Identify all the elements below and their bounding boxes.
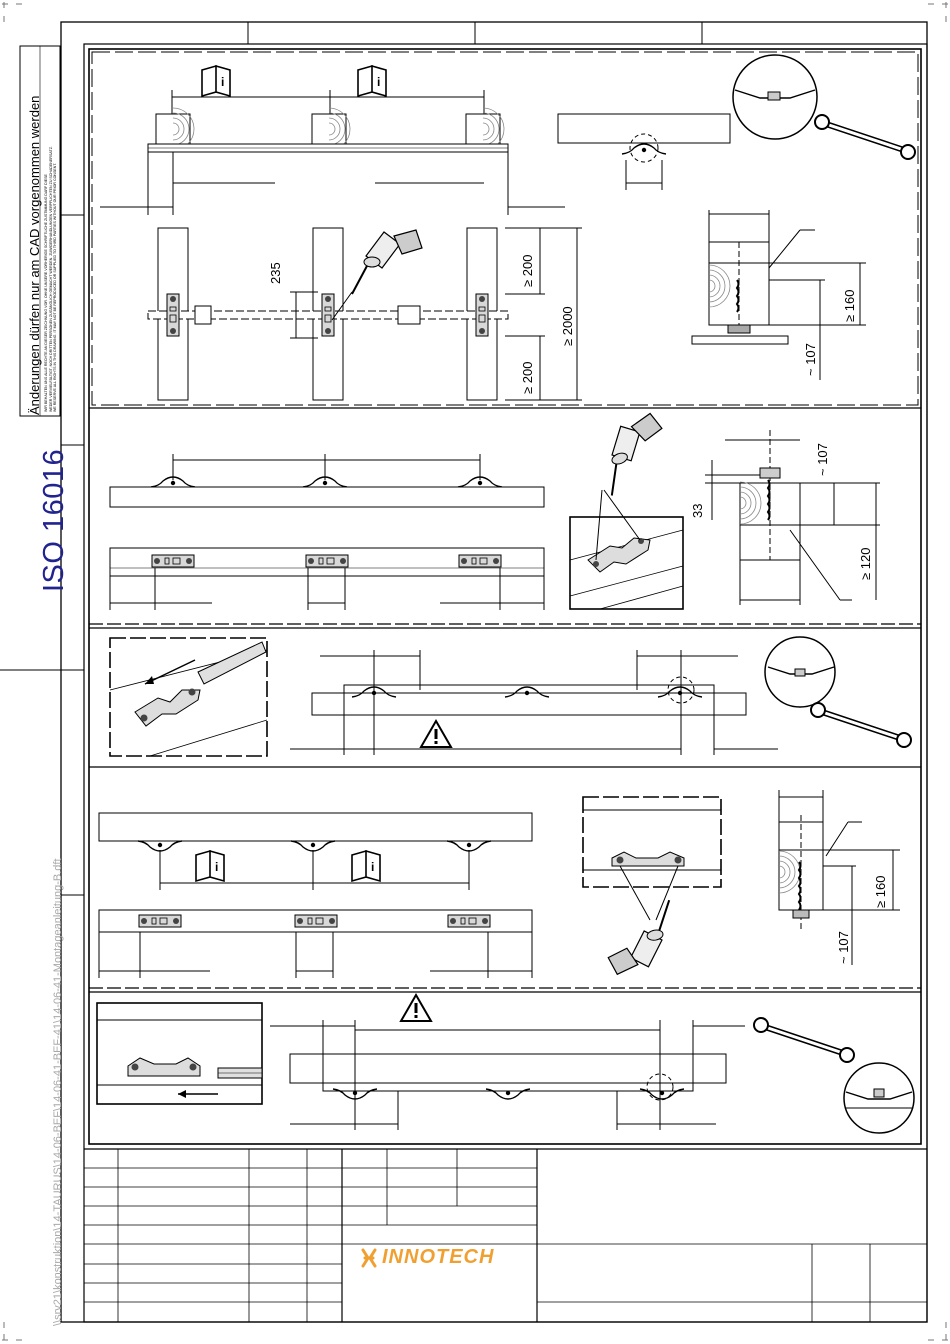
dim-107-b: ~ 107: [815, 443, 830, 476]
dim-200-bottom: ≥ 200: [520, 361, 535, 394]
dim-120: ≥ 120: [858, 547, 873, 580]
dim-2000: ≥ 2000: [560, 306, 575, 346]
section-2: [109, 410, 880, 610]
iso-standard: ISO 16016: [38, 448, 70, 592]
side-legal-line: WIR BEHALTEN UNS ALLE RECHTE AN DIESER Z…: [44, 174, 48, 412]
brand-logo: INNOTECH: [360, 1246, 494, 1269]
dim-200-top: ≥ 200: [520, 254, 535, 287]
section-3: [109, 636, 911, 757]
brand-name: INNOTECH: [382, 1246, 495, 1268]
section-1: [100, 54, 915, 401]
dim-107-c: ~ 107: [836, 931, 851, 964]
file-path: \\srv21\konstruktion\14-TAURUS\14-06-BEF…: [52, 858, 64, 1326]
dim-33: 33: [690, 503, 705, 518]
side-note: Änderungen dürfen nur am CAD vorgenommen…: [27, 95, 42, 415]
section-5: [96, 994, 915, 1134]
dim-235: 235: [268, 262, 283, 284]
title-block: [84, 1148, 927, 1322]
brand-mark-icon: [361, 1248, 377, 1267]
side-legal-line: WE RESERVE ALL RIGHTS IN THIS DRAWING. I…: [53, 162, 58, 412]
dim-160-b: ≥ 160: [873, 875, 888, 908]
side-legal: WIR BEHALTEN UNS ALLE RECHTE AN DIESER Z…: [44, 146, 58, 412]
dim-160-a: ≥ 160: [842, 289, 857, 322]
section-4: [98, 790, 900, 978]
dim-107-a: ~ 107: [803, 343, 818, 376]
